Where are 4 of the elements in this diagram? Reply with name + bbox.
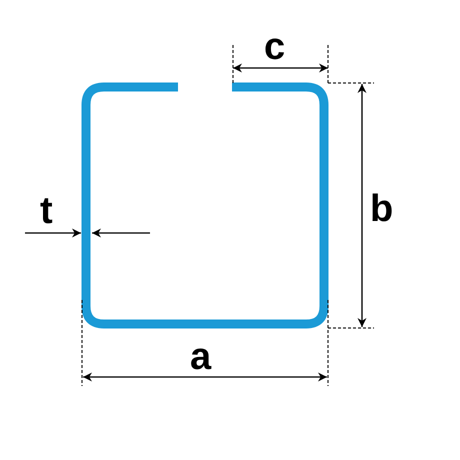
dimension-label: b xyxy=(370,190,394,228)
dimension-label: c xyxy=(264,28,286,66)
dimension-label: a xyxy=(190,338,212,376)
dimension-label: t xyxy=(40,192,53,230)
